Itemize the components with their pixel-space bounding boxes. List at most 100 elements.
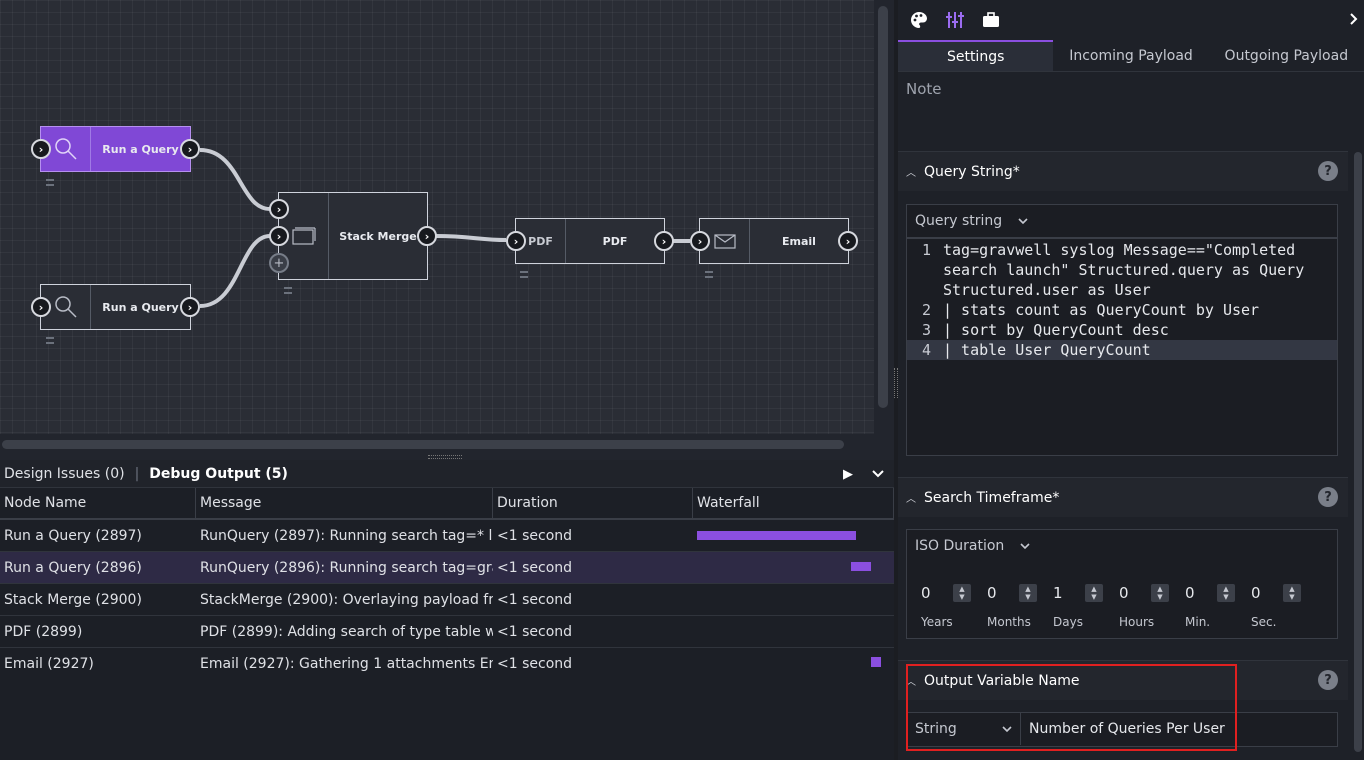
output-variable-input[interactable]: Number of Queries Per User	[1029, 721, 1225, 737]
section-header[interactable]: ︿ Output Variable Name ?	[898, 660, 1348, 700]
node-email[interactable]: Email	[699, 218, 849, 264]
help-icon[interactable]: ?	[1318, 670, 1338, 690]
note-icon[interactable]	[46, 179, 54, 186]
section-title: Output Variable Name	[924, 672, 1080, 689]
input-port[interactable]: ›	[690, 231, 710, 251]
connection-wires	[199, 148, 690, 308]
input-port[interactable]: ›	[506, 231, 526, 251]
waterfall-bar	[851, 562, 871, 571]
stepper-icon[interactable]: ▲▼	[1217, 584, 1235, 602]
input-port-2[interactable]: ›	[269, 226, 289, 246]
panel-scrollbar[interactable]	[1354, 152, 1362, 752]
stepper-icon[interactable]: ▲▼	[1019, 584, 1037, 602]
tab-settings[interactable]: Settings	[898, 40, 1054, 71]
select-value: String	[915, 721, 957, 737]
chevron-up-icon: ︿	[906, 677, 916, 688]
duration-value: 0	[921, 584, 931, 602]
timeframe-type-select[interactable]: ISO Duration	[907, 530, 1337, 562]
timeframe-box: ISO Duration 0 ▲▼ Years 0 ▲▼ Months 1 ▲▼…	[906, 529, 1338, 639]
canvas-vertical-scrollbar[interactable]	[878, 6, 888, 408]
cell-node-name: Run a Query (2896)	[4, 559, 142, 576]
node-run-query-1[interactable]: Run a Query	[40, 126, 191, 172]
duration-label: Min.	[1185, 615, 1211, 629]
briefcase-icon[interactable]	[980, 9, 1002, 31]
column-header-message[interactable]: Message	[196, 488, 493, 518]
chevron-down-icon[interactable]	[868, 464, 888, 484]
chevron-down-icon	[1020, 540, 1030, 553]
table-row[interactable]: PDF (2899) PDF (2899): Adding search of …	[0, 616, 894, 648]
line-number: 2	[921, 301, 931, 319]
cell-waterfall	[693, 520, 894, 551]
output-port[interactable]: ›	[180, 139, 200, 159]
stepper-icon[interactable]: ▲▼	[1151, 584, 1169, 602]
tab-debug-output[interactable]: Debug Output (5)	[149, 465, 288, 482]
output-type-select[interactable]: String	[907, 713, 1021, 745]
stepper-icon[interactable]: ▲▼	[1085, 584, 1103, 602]
input-port[interactable]: ›	[31, 139, 51, 159]
tab-design-issues[interactable]: Design Issues (0)	[4, 465, 125, 482]
column-header-waterfall[interactable]: Waterfall	[693, 488, 894, 518]
sliders-icon[interactable]	[944, 9, 966, 31]
editor-line: 1 tag=gravwell syslog Message=="Complete…	[907, 239, 1337, 300]
duration-label: Months	[987, 615, 1031, 629]
stepper-icon[interactable]: ▲▼	[953, 584, 971, 602]
section-header[interactable]: ︿ Query String* ?	[898, 151, 1348, 191]
canvas-horizontal-scrollbar[interactable]	[2, 440, 844, 449]
node-label: Run a Query	[102, 300, 179, 314]
output-port[interactable]: ›	[417, 226, 437, 246]
help-icon[interactable]: ?	[1318, 487, 1338, 507]
help-icon[interactable]: ?	[1318, 161, 1338, 181]
note-icon[interactable]	[284, 287, 292, 294]
node-pdf[interactable]: PDF PDF	[515, 218, 665, 264]
note-icon[interactable]	[705, 271, 713, 278]
cell-node-name: PDF (2899)	[4, 623, 83, 640]
cell-node-name: Run a Query (2897)	[4, 527, 142, 544]
node-run-query-2[interactable]: Run a Query	[40, 284, 191, 330]
stack-icon	[279, 193, 329, 279]
query-type-select[interactable]: Query string	[906, 204, 1338, 238]
note-icon[interactable]	[46, 337, 54, 344]
column-header-duration[interactable]: Duration	[493, 488, 693, 518]
chevron-down-icon	[1002, 721, 1012, 737]
vertical-splitter[interactable]	[894, 0, 898, 760]
cell-message: RunQuery (2897): Running search tag=* le…	[200, 527, 493, 544]
pdf-icon: PDF	[516, 219, 566, 263]
horizontal-splitter-handle[interactable]	[428, 455, 462, 459]
input-port-1[interactable]: ›	[269, 199, 289, 219]
duration-value: 0	[1185, 584, 1195, 602]
tab-separator: |	[134, 465, 140, 482]
chevron-right-icon[interactable]	[1350, 10, 1358, 29]
node-label: Stack Merge	[339, 229, 417, 243]
duration-label: Hours	[1119, 615, 1155, 629]
line-number: 1	[921, 241, 931, 259]
table-row[interactable]: Run a Query (2897) RunQuery (2897): Runn…	[0, 520, 894, 552]
flow-canvas[interactable]: Run a Query › › Run a Query › › Stack Me…	[0, 0, 874, 434]
table-row[interactable]: Run a Query (2896) RunQuery (2896): Runn…	[0, 552, 894, 584]
input-port[interactable]: ›	[31, 297, 51, 317]
palette-icon[interactable]	[908, 9, 930, 31]
query-string-section: ︿ Query String* ?	[898, 151, 1348, 461]
section-header[interactable]: ︿ Search Timeframe* ?	[898, 477, 1348, 517]
cell-duration: <1 second	[497, 623, 573, 640]
cell-message: PDF (2899): Adding search of type table …	[200, 623, 493, 640]
query-editor[interactable]: 1 tag=gravwell syslog Message=="Complete…	[906, 238, 1338, 456]
add-input-button[interactable]: +	[269, 253, 289, 273]
output-port[interactable]: ›	[838, 231, 858, 251]
table-row[interactable]: Email (2927) Email (2927): Gathering 1 a…	[0, 648, 894, 680]
highlight-box	[906, 664, 1237, 751]
note-icon[interactable]	[520, 271, 528, 278]
column-header-node-name[interactable]: Node Name	[0, 488, 196, 518]
table-row[interactable]: Stack Merge (2900) StackMerge (2900): Ov…	[0, 584, 894, 616]
tab-incoming-payload[interactable]: Incoming Payload	[1069, 47, 1193, 64]
vertical-splitter-handle[interactable]	[894, 368, 898, 398]
note-field[interactable]: Note	[906, 80, 942, 98]
output-port[interactable]: ›	[180, 297, 200, 317]
tab-outgoing-payload[interactable]: Outgoing Payload	[1224, 47, 1349, 64]
node-stack-merge[interactable]: Stack Merge	[278, 192, 428, 280]
output-port[interactable]: ›	[654, 231, 674, 251]
stepper-icon[interactable]: ▲▼	[1283, 584, 1301, 602]
play-icon[interactable]: ▶	[843, 466, 853, 482]
duration-value: 1	[1053, 584, 1063, 602]
cell-message: Email (2927): Gathering 1 attachments Em…	[200, 656, 493, 672]
line-text: | stats count as QueryCount by User	[943, 301, 1260, 319]
